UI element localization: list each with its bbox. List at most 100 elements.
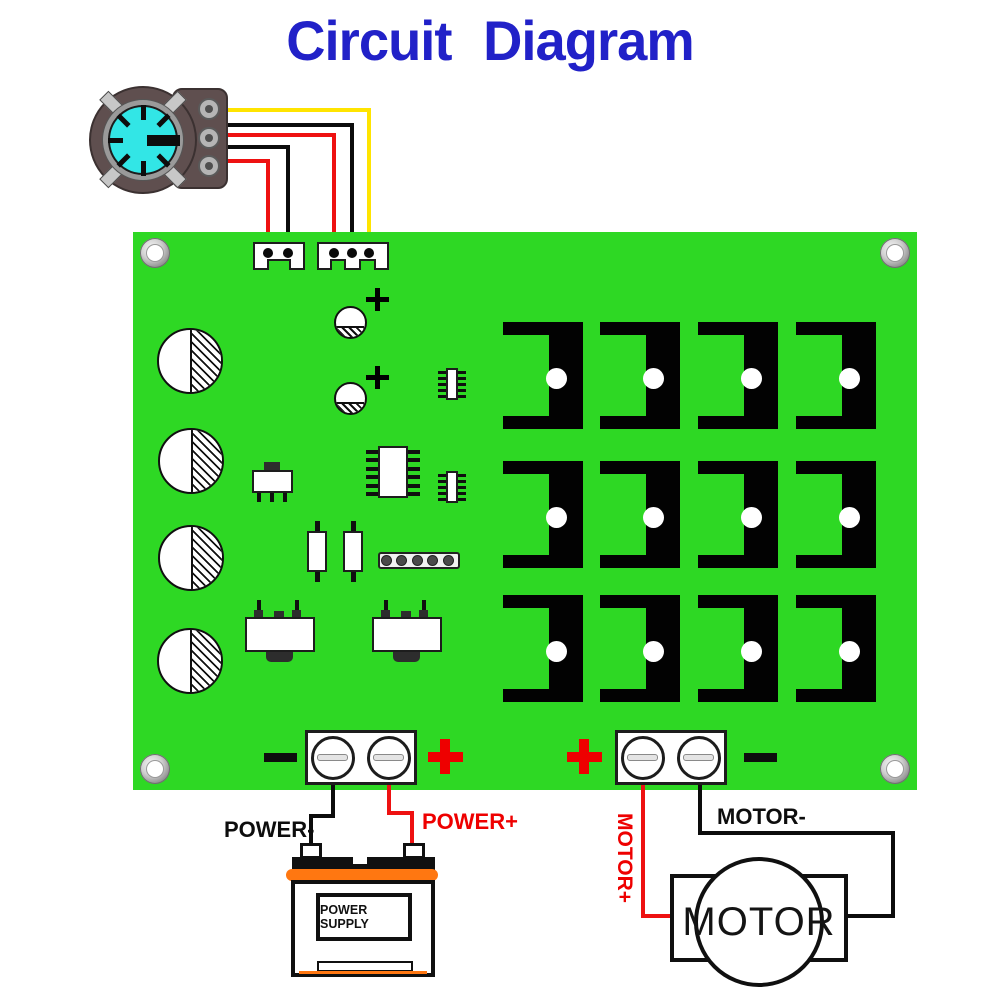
small-ic-body xyxy=(446,471,458,503)
ic-pin xyxy=(438,377,446,380)
power-minus-label: POWER- xyxy=(224,817,315,842)
mosfet-hole xyxy=(643,507,664,528)
mosfet-hole xyxy=(546,368,567,389)
electrolytic-capacitor xyxy=(158,525,224,591)
mosfet-hole xyxy=(839,641,860,662)
knob-tick xyxy=(141,161,146,176)
transistor-tab xyxy=(264,462,280,471)
battery-orange-band xyxy=(286,869,438,881)
mosfet xyxy=(796,595,876,702)
pot-terminal-1 xyxy=(198,98,220,120)
ic-pin xyxy=(366,492,378,496)
connector-2pin-foot xyxy=(253,259,269,270)
mosfet xyxy=(796,322,876,429)
resistor-body xyxy=(307,531,327,572)
ic-pin xyxy=(438,389,446,392)
mosfet xyxy=(698,461,778,568)
mosfet xyxy=(796,461,876,568)
connector-2pin-foot xyxy=(289,259,305,270)
power-supply-label-box: POWER SUPPLY xyxy=(316,893,412,941)
mosfet-bottom-pad xyxy=(503,689,550,702)
mosfet-top-pad xyxy=(600,461,647,474)
transistor-body xyxy=(252,470,293,493)
mosfet-bottom-pad xyxy=(698,689,745,702)
mosfet xyxy=(600,322,680,429)
ic-pin xyxy=(458,371,466,374)
mosfet-top-pad xyxy=(796,322,843,335)
cap-hatch xyxy=(190,630,221,692)
ic-pin xyxy=(438,480,446,483)
knob-pointer xyxy=(147,135,180,146)
mosfet-bottom-pad xyxy=(796,555,843,568)
mount-screw xyxy=(140,238,170,268)
header-hole xyxy=(427,555,437,565)
mosfet-bottom-pad xyxy=(698,416,745,429)
mosfet-bottom-pad xyxy=(600,689,647,702)
ic-pin xyxy=(458,498,466,501)
ic-pin xyxy=(408,450,420,454)
cap-hatch xyxy=(336,325,365,337)
header-hole xyxy=(396,555,406,565)
ic-pin xyxy=(366,484,378,488)
connector-pin xyxy=(329,248,339,258)
pot-terminal-3 xyxy=(198,155,220,177)
knob-tick xyxy=(141,105,146,120)
mosfet-bottom-pad xyxy=(503,555,550,568)
cap-hatch xyxy=(336,401,365,413)
mosfet-top-pad xyxy=(503,595,550,608)
terminal-screw[interactable] xyxy=(677,736,721,780)
mosfet-bottom-pad xyxy=(600,555,647,568)
mount-screw xyxy=(880,238,910,268)
ic-pin xyxy=(458,474,466,477)
mosfet-hole xyxy=(741,368,762,389)
mosfet xyxy=(503,595,583,702)
connector-3pin-foot xyxy=(344,259,361,270)
header-hole xyxy=(412,555,422,565)
mosfet-bottom-pad xyxy=(600,416,647,429)
power-plus-label: POWER+ xyxy=(422,809,518,834)
mosfet-hole xyxy=(546,641,567,662)
ic-pin xyxy=(438,395,446,398)
ic-pin xyxy=(458,377,466,380)
ic-pin xyxy=(458,395,466,398)
resistor-lead xyxy=(351,521,356,531)
mosfet-bottom-pad xyxy=(698,555,745,568)
terminal-screw[interactable] xyxy=(367,736,411,780)
ic-pin xyxy=(438,474,446,477)
connector-pin xyxy=(364,248,374,258)
mosfet-bottom-pad xyxy=(796,416,843,429)
screw-hole xyxy=(147,245,163,261)
ic-pin xyxy=(438,486,446,489)
ic-pin xyxy=(366,458,378,462)
mosfet-top-pad xyxy=(698,595,745,608)
mosfet-hole xyxy=(546,507,567,528)
terminal-screw[interactable] xyxy=(311,736,355,780)
mosfet xyxy=(698,322,778,429)
connector-pin xyxy=(263,248,273,258)
mosfet-top-pad xyxy=(600,322,647,335)
connector-pin xyxy=(283,248,293,258)
ic-chip-body xyxy=(378,446,408,498)
terminal-screw[interactable] xyxy=(621,736,665,780)
resistor-lead xyxy=(351,572,356,582)
ic-pin xyxy=(366,475,378,479)
mosfet xyxy=(503,461,583,568)
knob-tick xyxy=(108,138,123,143)
ic-pin xyxy=(458,383,466,386)
ic-pin xyxy=(408,467,420,471)
connector-3pin-foot xyxy=(374,259,389,270)
battery-top-notch xyxy=(353,857,367,864)
small-capacitor xyxy=(334,382,367,415)
mosfet-top-pad xyxy=(503,461,550,474)
mosfet-hole xyxy=(741,641,762,662)
mosfet-top-pad xyxy=(600,595,647,608)
mosfet xyxy=(503,322,583,429)
transistor-leg xyxy=(270,493,274,502)
screw-hole xyxy=(887,245,903,261)
power-supply-label: POWER SUPPLY xyxy=(320,903,369,931)
mosfet-top-pad xyxy=(796,461,843,474)
mosfet-hole xyxy=(643,641,664,662)
electrolytic-capacitor xyxy=(157,628,223,694)
transistor-leg xyxy=(283,493,287,502)
ic-pin xyxy=(458,480,466,483)
